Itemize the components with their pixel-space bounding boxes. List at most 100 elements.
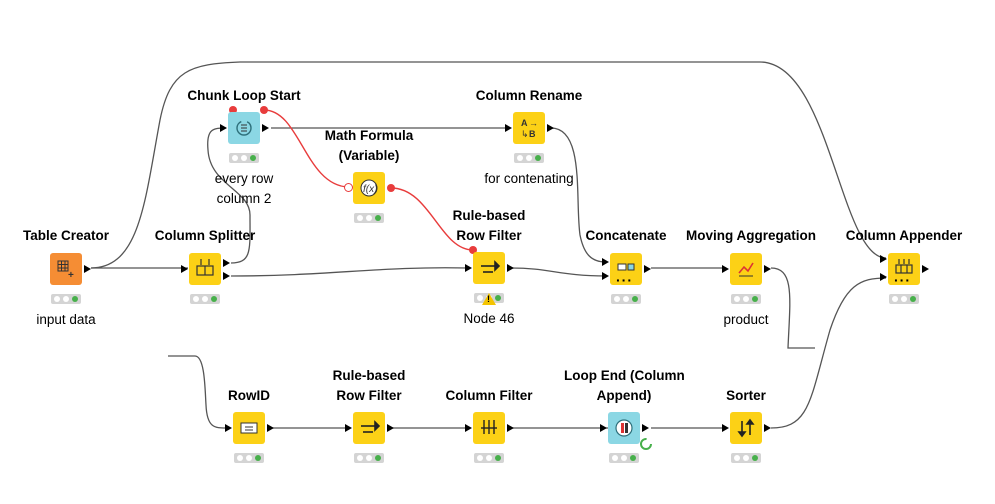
node-caption[interactable]: input data xyxy=(36,312,96,327)
input-port-1[interactable] xyxy=(880,255,887,263)
input-port-1[interactable] xyxy=(602,258,609,266)
moving-aggregation-icon[interactable] xyxy=(730,253,762,285)
status-indicator xyxy=(609,453,639,463)
input-port[interactable] xyxy=(181,265,188,273)
node-concatenate[interactable]: Concatenate ··· xyxy=(566,226,686,336)
column-append-icon[interactable] xyxy=(888,253,920,285)
concatenate-icon[interactable] xyxy=(610,253,642,285)
output-port[interactable] xyxy=(84,265,91,273)
node-title: RowID xyxy=(228,388,270,403)
node-math-formula-variable[interactable]: Math Formula (Variable) f(x) xyxy=(309,126,429,236)
flow-variable-port-out[interactable] xyxy=(260,106,268,114)
output-port[interactable] xyxy=(644,265,651,273)
node-title: Rule-based Row Filter xyxy=(429,206,549,246)
status-indicator xyxy=(474,453,504,463)
node-title: Concatenate xyxy=(585,228,667,243)
output-port[interactable] xyxy=(267,424,274,432)
output-port[interactable] xyxy=(262,124,269,132)
rename-icon[interactable]: A→↳B xyxy=(513,112,545,144)
node-column-rename[interactable]: Column Rename A→↳B for contenating xyxy=(469,86,589,196)
status-indicator xyxy=(234,453,264,463)
flow-var-math-to-rule xyxy=(390,187,474,251)
input-port[interactable] xyxy=(465,424,472,432)
flow-var-chunk-to-math xyxy=(263,109,349,188)
connection-column-splitter-to-chunk-loop-start xyxy=(207,127,251,264)
rowid-icon[interactable] xyxy=(233,412,265,444)
input-port[interactable] xyxy=(722,265,729,273)
flow-variable-port-in[interactable] xyxy=(344,183,353,192)
node-column-splitter[interactable]: Column Splitter xyxy=(145,226,265,336)
node-title: Loop End (Column Append) xyxy=(564,366,685,406)
node-title: Column Filter xyxy=(445,388,533,403)
output-port[interactable] xyxy=(764,265,771,273)
input-port[interactable] xyxy=(220,124,227,132)
node-rowid[interactable]: RowID xyxy=(189,386,309,496)
status-indicator xyxy=(514,153,544,163)
connection-moving-aggregation-to-rowid xyxy=(770,267,815,349)
svg-text:→: → xyxy=(529,118,538,128)
input-port-2[interactable] xyxy=(880,273,887,281)
title-line-1: Rule-based xyxy=(332,368,406,383)
node-title: Rule-based Row Filter xyxy=(309,366,429,406)
node-caption[interactable]: product xyxy=(723,312,769,327)
input-port[interactable] xyxy=(465,264,472,272)
node-column-appender[interactable]: Column Appender ··· xyxy=(844,226,964,336)
table-plus-icon[interactable]: + xyxy=(50,253,82,285)
connection-column-splitter-to-rule-filter xyxy=(230,267,469,277)
formula-icon[interactable]: f(x) xyxy=(353,172,385,204)
input-port[interactable] xyxy=(345,424,352,432)
arrow-filter-icon[interactable] xyxy=(473,252,505,284)
node-sorter[interactable]: Sorter xyxy=(686,386,806,496)
title-line-1: Rule-based xyxy=(452,208,526,223)
status-indicator xyxy=(731,294,761,304)
input-port[interactable] xyxy=(225,424,232,432)
loop-end-icon[interactable] xyxy=(608,412,640,444)
node-column-filter[interactable]: Column Filter xyxy=(429,386,549,496)
input-port[interactable] xyxy=(722,424,729,432)
status-indicator xyxy=(229,153,259,163)
node-chunk-loop-start[interactable]: Chunk Loop Start every row column 2 xyxy=(184,86,304,206)
column-filter-icon[interactable] xyxy=(473,412,505,444)
output-port[interactable] xyxy=(387,424,394,432)
input-port[interactable] xyxy=(505,124,512,132)
flow-variable-port-out[interactable] xyxy=(387,184,395,192)
node-caption[interactable]: for contenating xyxy=(484,171,574,186)
column-split-icon[interactable] xyxy=(189,253,221,285)
node-title: Math Formula (Variable) xyxy=(309,126,429,166)
connection-wrap-to-rowid xyxy=(168,355,227,429)
output-port[interactable] xyxy=(764,424,771,432)
node-caption[interactable]: every row column 2 xyxy=(174,169,314,209)
connection-table-creator-to-column-appender xyxy=(90,61,887,269)
flow-variable-port-in[interactable] xyxy=(229,106,237,114)
node-loop-end-column-append[interactable]: Loop End (Column Append) xyxy=(564,366,685,476)
arrow-filter-icon[interactable] xyxy=(353,412,385,444)
svg-text:A: A xyxy=(521,118,528,128)
input-port[interactable] xyxy=(600,424,607,432)
output-port[interactable] xyxy=(642,424,649,432)
output-port[interactable] xyxy=(547,124,554,132)
status-indicator xyxy=(190,294,220,304)
status-indicator xyxy=(889,294,919,304)
flow-variable-port-in[interactable] xyxy=(469,246,477,254)
sort-icon[interactable] xyxy=(730,412,762,444)
title-line-2: Row Filter xyxy=(456,228,522,243)
status-indicator xyxy=(731,453,761,463)
node-moving-aggregation[interactable]: Moving Aggregation product xyxy=(686,226,816,336)
node-rule-based-row-filter-top[interactable]: Rule-based Row Filter ! Node 46 xyxy=(429,206,549,326)
output-port[interactable] xyxy=(507,424,514,432)
title-line-1: Loop End (Column xyxy=(564,368,685,383)
loop-start-icon[interactable] xyxy=(228,112,260,144)
node-rule-based-row-filter-bottom[interactable]: Rule-based Row Filter xyxy=(309,366,429,476)
title-line-2: Row Filter xyxy=(336,388,402,403)
status-indicator xyxy=(354,453,384,463)
node-caption[interactable]: Node 46 xyxy=(463,311,515,326)
output-port-2[interactable] xyxy=(223,272,230,280)
output-port[interactable] xyxy=(507,264,514,272)
node-title: Chunk Loop Start xyxy=(187,88,301,103)
warning-icon[interactable]: ! xyxy=(482,293,496,305)
output-port-1[interactable] xyxy=(223,259,230,267)
node-table-creator[interactable]: Table Creator + input data xyxy=(6,226,126,336)
output-port[interactable] xyxy=(922,265,929,273)
input-port-2[interactable] xyxy=(602,272,609,280)
